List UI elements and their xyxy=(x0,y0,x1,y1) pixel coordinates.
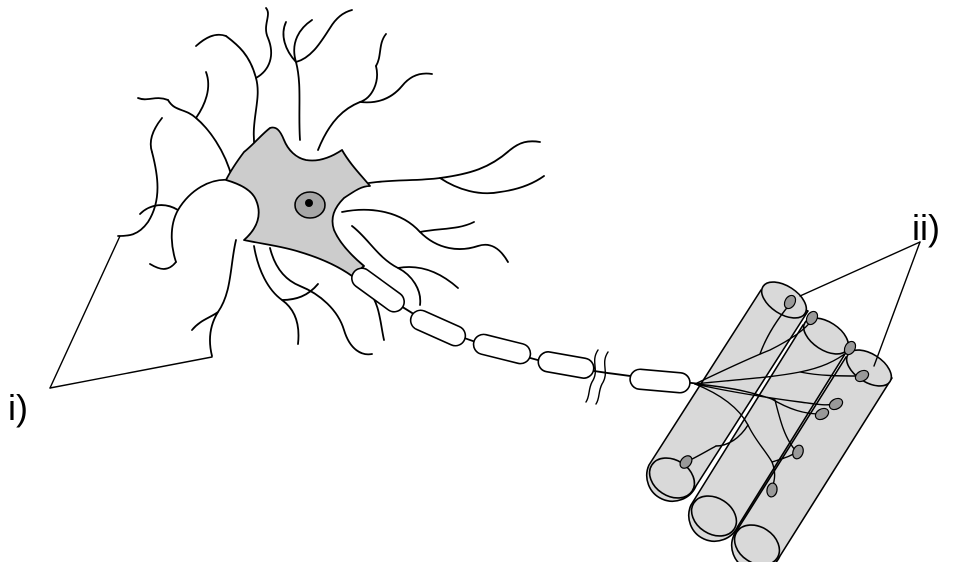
pointer-line-ii-lower xyxy=(874,242,920,366)
axon xyxy=(348,264,700,404)
pointer-line-ii-upper xyxy=(800,242,920,296)
pointer-line-i-lower xyxy=(50,357,212,388)
label-i-group: i) xyxy=(8,236,212,428)
myelin-sheath-2 xyxy=(407,307,468,349)
myelin-sheath-5 xyxy=(629,368,691,393)
pointer-line-i-upper xyxy=(50,236,120,388)
nucleolus xyxy=(305,199,313,207)
myelin-sheath-4 xyxy=(537,350,596,379)
label-ii: ii) xyxy=(912,207,940,248)
label-i: i) xyxy=(8,387,28,428)
myelin-sheath-segments xyxy=(348,264,691,393)
muscle-fibers xyxy=(642,275,898,562)
myelin-sheath-3 xyxy=(471,332,532,365)
